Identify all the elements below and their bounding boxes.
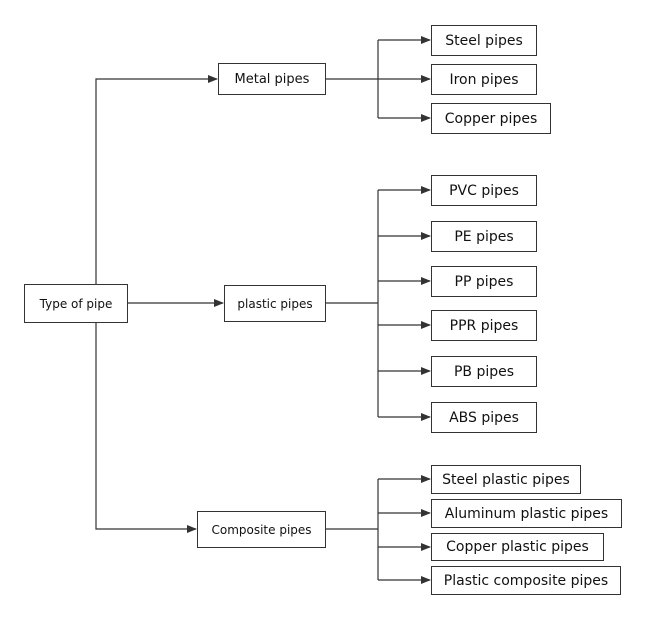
- edge-root-composite: [95, 323, 197, 533]
- leaf-pb-pipes: PB pipes: [431, 356, 537, 387]
- leaf-copper-pipes: Copper pipes: [431, 103, 551, 134]
- leaf-pvc-pipes: PVC pipes: [431, 175, 537, 206]
- leaf-steel-pipes: Steel pipes: [431, 25, 537, 56]
- leaf-pp-pipes: PP pipes: [431, 266, 537, 297]
- leaf-steel-plastic-pipes: Steel plastic pipes: [431, 465, 581, 494]
- leaf-abs-pipes: ABS pipes: [431, 402, 537, 433]
- leaf-pe-pipes: PE pipes: [431, 221, 537, 252]
- edge-root-metal: [95, 75, 218, 284]
- leaf-ppr-pipes: PPR pipes: [431, 310, 537, 341]
- leaf-aluminum-plastic-pipes: Aluminum plastic pipes: [431, 499, 622, 528]
- leaf-copper-plastic-pipes: Copper plastic pipes: [431, 533, 604, 561]
- category-metal-pipes: Metal pipes: [218, 63, 326, 95]
- leaf-plastic-composite-pipes: Plastic composite pipes: [431, 566, 621, 595]
- leaf-iron-pipes: Iron pipes: [431, 64, 537, 95]
- category-plastic-pipes: plastic pipes: [224, 285, 326, 322]
- root-node: Type of pipe: [24, 284, 128, 323]
- category-composite-pipes: Composite pipes: [197, 511, 326, 548]
